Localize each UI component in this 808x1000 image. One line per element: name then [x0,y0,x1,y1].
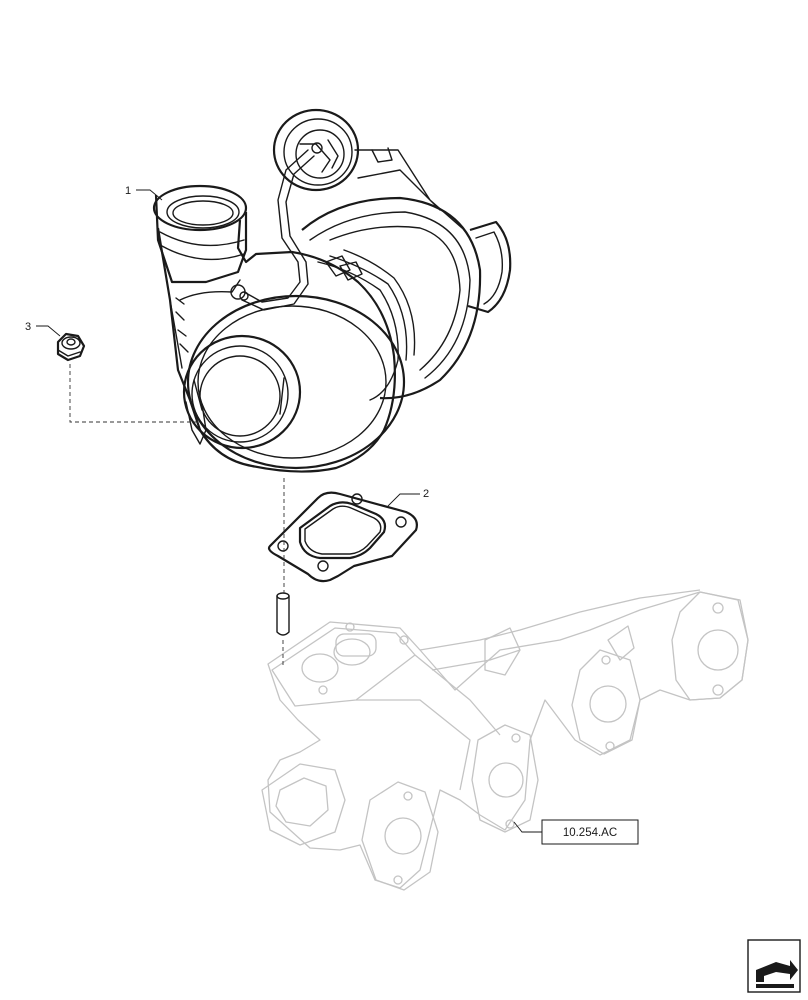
callout-1: 1 [125,185,131,197]
turbocharger [152,108,512,473]
callout-3: 3 [25,321,31,333]
callout-1-leader [136,189,163,201]
exhaust-manifold-ghost [261,589,749,891]
reference-label: 10.254.AC [563,827,617,839]
callout-2: 2 [423,488,429,500]
nut [56,332,86,362]
nut-centerline [69,364,198,423]
reference-box[interactable] [541,819,639,845]
reference-leader [513,821,542,833]
callout-3-leader [36,325,61,337]
stud [276,592,290,636]
gasket [267,491,418,583]
callout-2-leader [387,493,420,507]
page-turn-icon[interactable] [747,939,801,993]
